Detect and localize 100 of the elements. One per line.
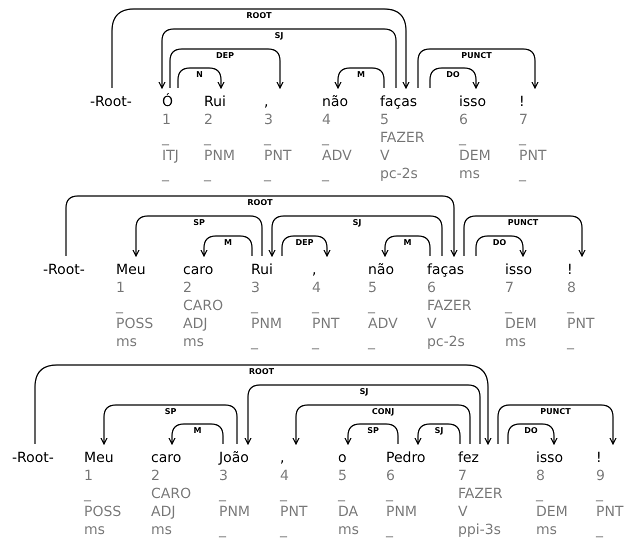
edge-label: ROOT [248,367,276,376]
token-index: 7 [505,279,515,297]
dependency-arc [334,67,385,89]
dependency-arc [344,423,399,445]
edge-label: M [192,426,202,435]
word-text: isso [536,449,564,467]
token-index: 1 [162,111,172,129]
dependency-arc [463,215,586,257]
word-text: Pedro [386,449,426,467]
word-text: ! [596,449,603,467]
pos-tag: PNT [596,503,624,521]
lemma-text: CARO [151,485,192,503]
pos-tag: PNT [567,315,594,333]
word-text: o [338,449,348,467]
pos-tag: DEM [505,315,537,333]
pos-tag: PNM [204,147,235,165]
pos-tag: DEM [536,503,568,521]
lemma-text: _ [162,129,170,147]
edge-label: ROOT [245,11,273,20]
feature-text: ms [505,333,527,351]
root-label: -Root- [43,261,85,279]
pos-tag: PNM [251,315,286,333]
lemma-text: _ [368,297,376,315]
dependency-arc [281,235,331,257]
token-index: 1 [116,279,126,297]
edge-label: DO [445,70,461,79]
lemma-text: _ [459,129,468,147]
dependency-arc [417,48,539,89]
feature-text: _ [204,165,212,183]
token-index: 8 [567,279,577,297]
token-index: 3 [219,467,229,485]
lemma-text: _ [596,485,604,503]
dependency-arc [381,235,431,257]
dependency-arc [100,404,238,445]
dependency-arc [244,384,481,445]
word-text: não [322,93,350,111]
word-text: caro [151,449,182,467]
dependency-arc [507,423,558,445]
feature-text: _ [280,521,288,539]
edge-label: SJ [352,218,362,227]
edge-label: M [356,70,366,79]
dependency-arc [414,423,461,445]
feature-text: _ [162,165,170,183]
pos-tag: PNM [386,503,426,521]
edge-label: SP [192,218,206,227]
edge-label: M [402,238,412,247]
dependency-arc [34,364,492,445]
token-index: 3 [251,279,261,297]
edge-label: CONJ [370,407,396,416]
dependency-arc [497,404,617,445]
token-index: 4 [280,467,290,485]
feature-text: _ [312,333,320,351]
feature-text: pc-2s [427,333,466,351]
feature-text: ms [151,521,173,539]
token-index: 9 [596,467,606,485]
pos-tag: PNT [312,315,340,333]
lemma-text: _ [567,297,576,315]
edge-label: N [195,70,204,79]
feature-text: _ [322,165,330,183]
dependency-arc [177,67,225,89]
edge-label: PUNCT [506,218,540,227]
word-text: caro [183,261,214,279]
token-index: 6 [386,467,396,485]
lemma-text: _ [219,485,228,503]
feature-text: _ [219,521,228,539]
token-index: 1 [84,467,94,485]
lemma-text: FAZER [458,485,504,503]
feature-text: _ [264,165,272,183]
lemma-text: CARO [183,297,224,315]
token-index: 5 [368,279,378,297]
pos-tag: POSS [84,503,122,521]
token-index: 5 [338,467,348,485]
feature-text: ms [536,521,558,539]
feature-text: ppi-3s [458,521,502,539]
edge-label: SJ [434,426,444,435]
word-text: Rui [204,93,227,111]
dependency-arc [158,28,397,89]
feature-text: ms [183,333,205,351]
token-index: 2 [204,111,214,129]
pos-tag: V [380,147,434,165]
word-text: fez [458,449,480,467]
token-index: 6 [427,279,437,297]
pos-tag: ADV [368,315,398,333]
word-text: ! [519,93,526,111]
token-index: 7 [458,467,468,485]
lemma-text: FAZER [380,129,426,147]
word-text: isso [505,261,534,279]
edge-label: SP [164,407,178,416]
lemma-text: _ [280,485,288,503]
edge-label: DO [492,238,508,247]
token-index: 4 [312,279,322,297]
edge-label: PUNCT [460,51,493,60]
edge-label: M [223,238,233,247]
token-index: 2 [183,279,193,297]
pos-tag: DA [338,503,359,521]
pos-tag: DEM [459,147,491,165]
lemma-text: _ [116,297,124,315]
word-text: , [280,449,286,467]
feature-text: ms [116,333,138,351]
word-text: não [368,261,396,279]
